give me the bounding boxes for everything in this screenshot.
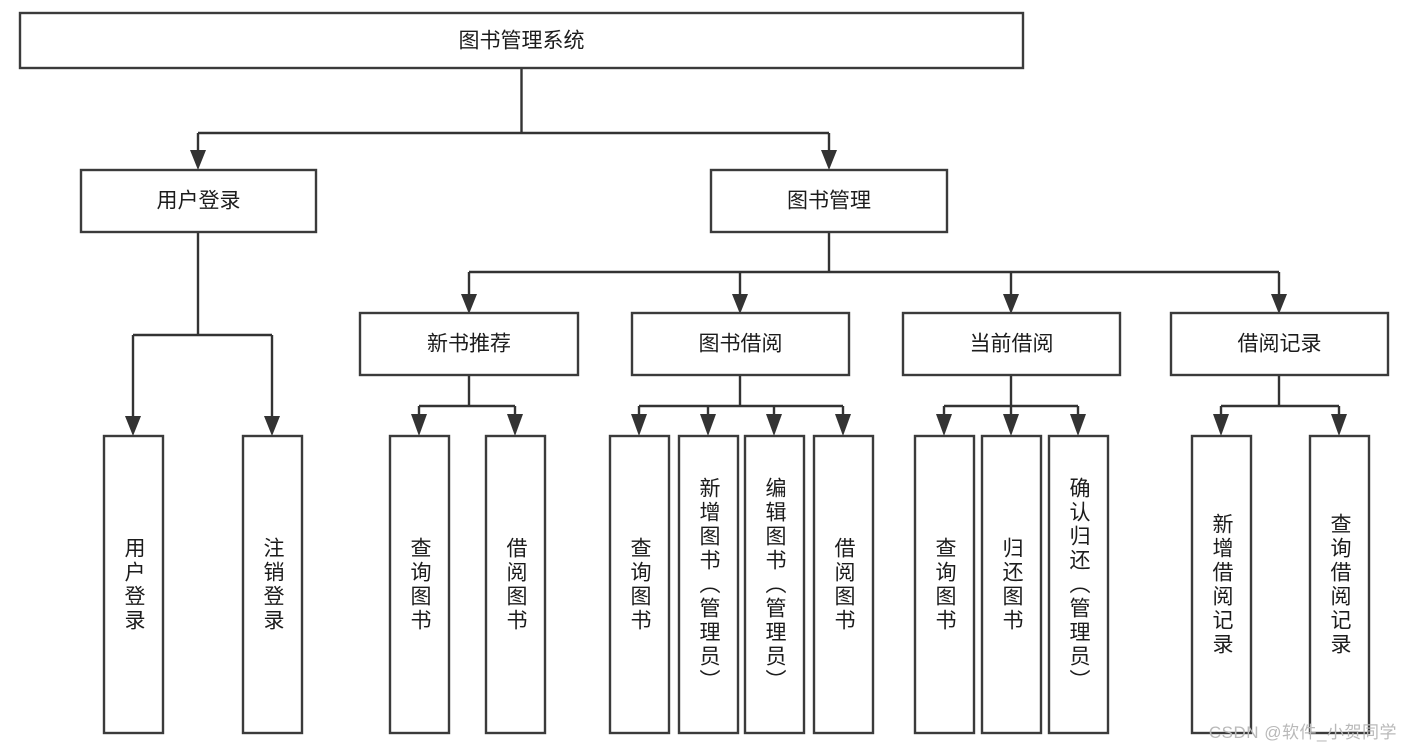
arrow-head-leaf-query-book-2 [631, 414, 647, 436]
node-root-box[interactable] [18, 11, 1025, 70]
node-leaf-add-book[interactable] [677, 434, 740, 735]
node-book-management-label: 图书管理 [787, 190, 871, 213]
arrow-head-leaf-add-borrow-record [1213, 414, 1229, 436]
arrow-head-book-borrow [732, 294, 748, 314]
node-book-borrow-label: 图书借阅 [699, 333, 783, 356]
node-leaf-user-login-box[interactable] [102, 434, 165, 735]
arrow-head-current-borrow [1003, 294, 1019, 314]
arrow-head-leaf-query-book-1 [411, 414, 427, 436]
node-current-borrow-label: 当前借阅 [970, 333, 1054, 356]
connector-group-borrow-record [1213, 375, 1347, 436]
node-leaf-logout-login[interactable] [241, 434, 304, 735]
connector-group-root [190, 68, 837, 170]
arrow-head-leaf-borrow-book-2 [835, 414, 851, 436]
arrow-head-leaf-logout-login [264, 416, 280, 436]
node-user-login-box[interactable] [79, 168, 318, 234]
node-leaf-borrow-book-2[interactable] [812, 434, 875, 735]
node-book-management[interactable]: 图书管理 [709, 168, 949, 234]
node-root[interactable]: 图书管理系统 [18, 11, 1025, 70]
node-leaf-logout-login-box[interactable] [241, 434, 304, 735]
node-borrow-record-label: 借阅记录 [1238, 333, 1322, 356]
node-leaf-user-login[interactable] [102, 434, 165, 735]
node-leaf-query-book-2[interactable] [608, 434, 671, 735]
node-leaf-borrow-book-1[interactable] [484, 434, 547, 735]
node-leaf-edit-book-box[interactable] [743, 434, 806, 735]
node-leaf-return-book-box[interactable] [980, 434, 1043, 735]
arrow-head-book-management [821, 150, 837, 170]
arrow-head-leaf-add-book [700, 414, 716, 436]
node-book-borrow-box[interactable] [630, 311, 851, 377]
node-new-book-recommend[interactable]: 新书推荐 [358, 311, 580, 377]
arrow-head-leaf-edit-book [766, 414, 782, 436]
node-leaf-query-book-3-box[interactable] [913, 434, 976, 735]
node-leaf-query-borrow-record[interactable] [1308, 434, 1371, 735]
node-leaf-query-book-2-box[interactable] [608, 434, 671, 735]
arrow-head-leaf-confirm-return [1070, 414, 1086, 436]
node-borrow-record-box[interactable] [1169, 311, 1390, 377]
node-user-login[interactable]: 用户登录 [79, 168, 318, 234]
arrow-head-user-login [190, 150, 206, 170]
arrow-head-leaf-user-login [125, 416, 141, 436]
node-leaf-add-borrow-record[interactable] [1190, 434, 1253, 735]
node-book-borrow[interactable]: 图书借阅 [630, 311, 851, 377]
arrow-head-leaf-query-borrow-record [1331, 414, 1347, 436]
watermark-text: CSDN @软件_小贺同学 [1208, 723, 1397, 742]
node-book-management-box[interactable] [709, 168, 949, 234]
node-root-label: 图书管理系统 [459, 30, 585, 53]
node-leaf-borrow-book-1-box[interactable] [484, 434, 547, 735]
node-leaf-query-book-1-box[interactable] [388, 434, 451, 735]
node-user-login-label: 用户登录 [157, 190, 241, 213]
node-leaf-query-book-3[interactable] [913, 434, 976, 735]
node-borrow-record[interactable]: 借阅记录 [1169, 311, 1390, 377]
node-leaf-borrow-book-2-box[interactable] [812, 434, 875, 735]
node-current-borrow[interactable]: 当前借阅 [901, 311, 1122, 377]
node-new-book-recommend-label: 新书推荐 [427, 333, 511, 356]
arrow-head-leaf-return-book [1003, 414, 1019, 436]
node-new-book-recommend-box[interactable] [358, 311, 580, 377]
arrow-head-leaf-query-book-3 [936, 414, 952, 436]
connector-group-user-login [125, 232, 280, 436]
connector-group-current-borrow [936, 375, 1086, 436]
node-leaf-query-borrow-record-box[interactable] [1308, 434, 1371, 735]
arrow-head-new-book-recommend [461, 294, 477, 314]
node-leaf-query-book-1[interactable] [388, 434, 451, 735]
node-leaf-edit-book[interactable] [743, 434, 806, 735]
node-leaf-confirm-return[interactable] [1047, 434, 1110, 735]
connector-group-book-borrow [631, 375, 851, 436]
connector-group-new-book-recommend [411, 375, 523, 436]
node-leaf-add-borrow-record-box[interactable] [1190, 434, 1253, 735]
connector-group-book-management [461, 232, 1287, 314]
node-leaf-confirm-return-box[interactable] [1047, 434, 1110, 735]
node-current-borrow-box[interactable] [901, 311, 1122, 377]
node-leaf-return-book[interactable] [980, 434, 1043, 735]
arrow-head-borrow-record [1271, 294, 1287, 314]
arrow-head-leaf-borrow-book-1 [507, 414, 523, 436]
node-leaf-add-book-box[interactable] [677, 434, 740, 735]
